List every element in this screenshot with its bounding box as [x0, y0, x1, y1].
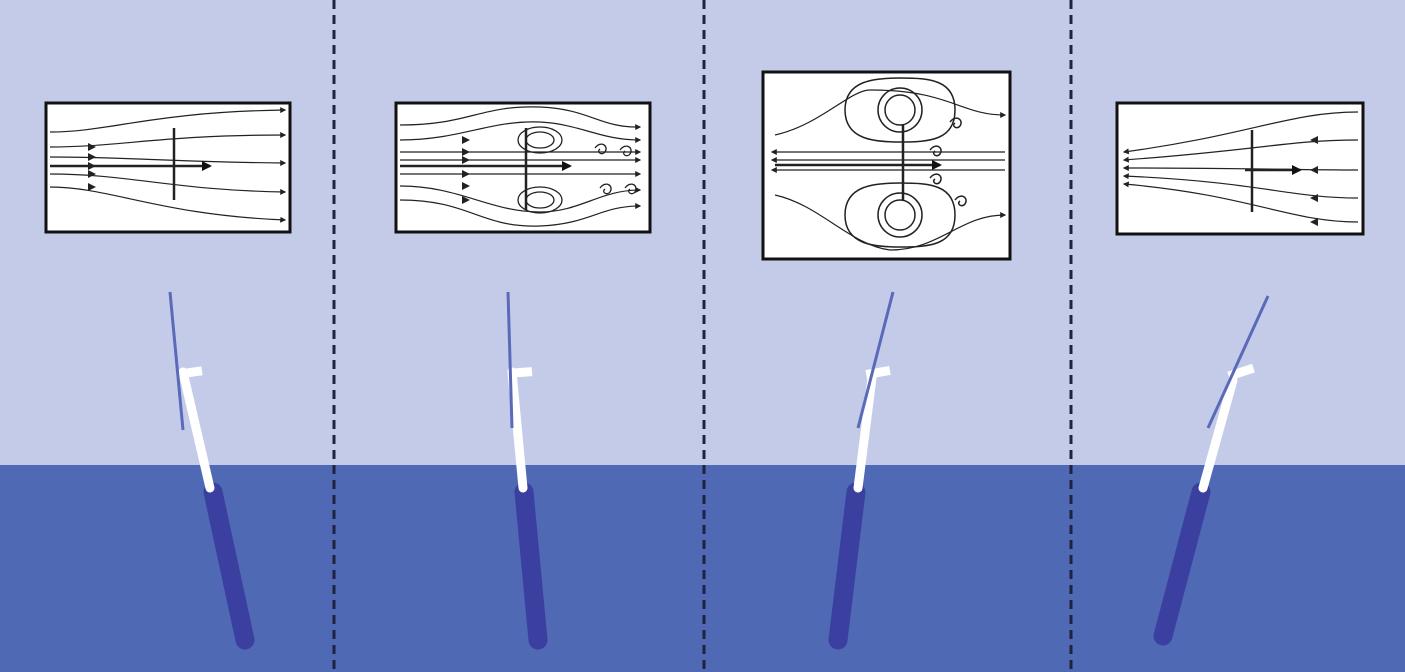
vortices-2	[517, 126, 637, 214]
platform-3-icon	[828, 482, 866, 650]
platform-2-icon	[514, 482, 548, 650]
tower-2	[507, 367, 528, 493]
streamlines-1	[49, 107, 287, 223]
blade-1	[168, 291, 185, 431]
turbine-4	[1153, 295, 1270, 646]
turbine-2	[506, 291, 548, 650]
blade-3	[856, 291, 895, 429]
flow-panel-4	[1115, 101, 1365, 236]
turbine-3	[828, 291, 895, 650]
streamlines-4	[1122, 111, 1359, 223]
tower-4	[1198, 375, 1238, 493]
platform-4-icon	[1153, 482, 1211, 646]
flow-panel-2	[394, 101, 652, 234]
flow-markers-4	[1310, 136, 1318, 226]
flow-markers-2	[462, 136, 470, 204]
tower-1	[178, 367, 215, 493]
streamlines-3	[770, 89, 1007, 251]
flow-markers-1	[88, 143, 96, 191]
blade-2	[506, 291, 514, 429]
tower-3	[853, 373, 877, 493]
turbine-1	[168, 291, 255, 650]
flow-box-1	[44, 101, 292, 234]
blade-4	[1206, 295, 1270, 429]
streamlines-2	[399, 106, 642, 227]
flow-panel-1	[44, 101, 292, 234]
vortex-rings-3	[844, 77, 967, 248]
flow-panel-3	[761, 70, 1012, 261]
platform-1-icon	[203, 482, 255, 650]
